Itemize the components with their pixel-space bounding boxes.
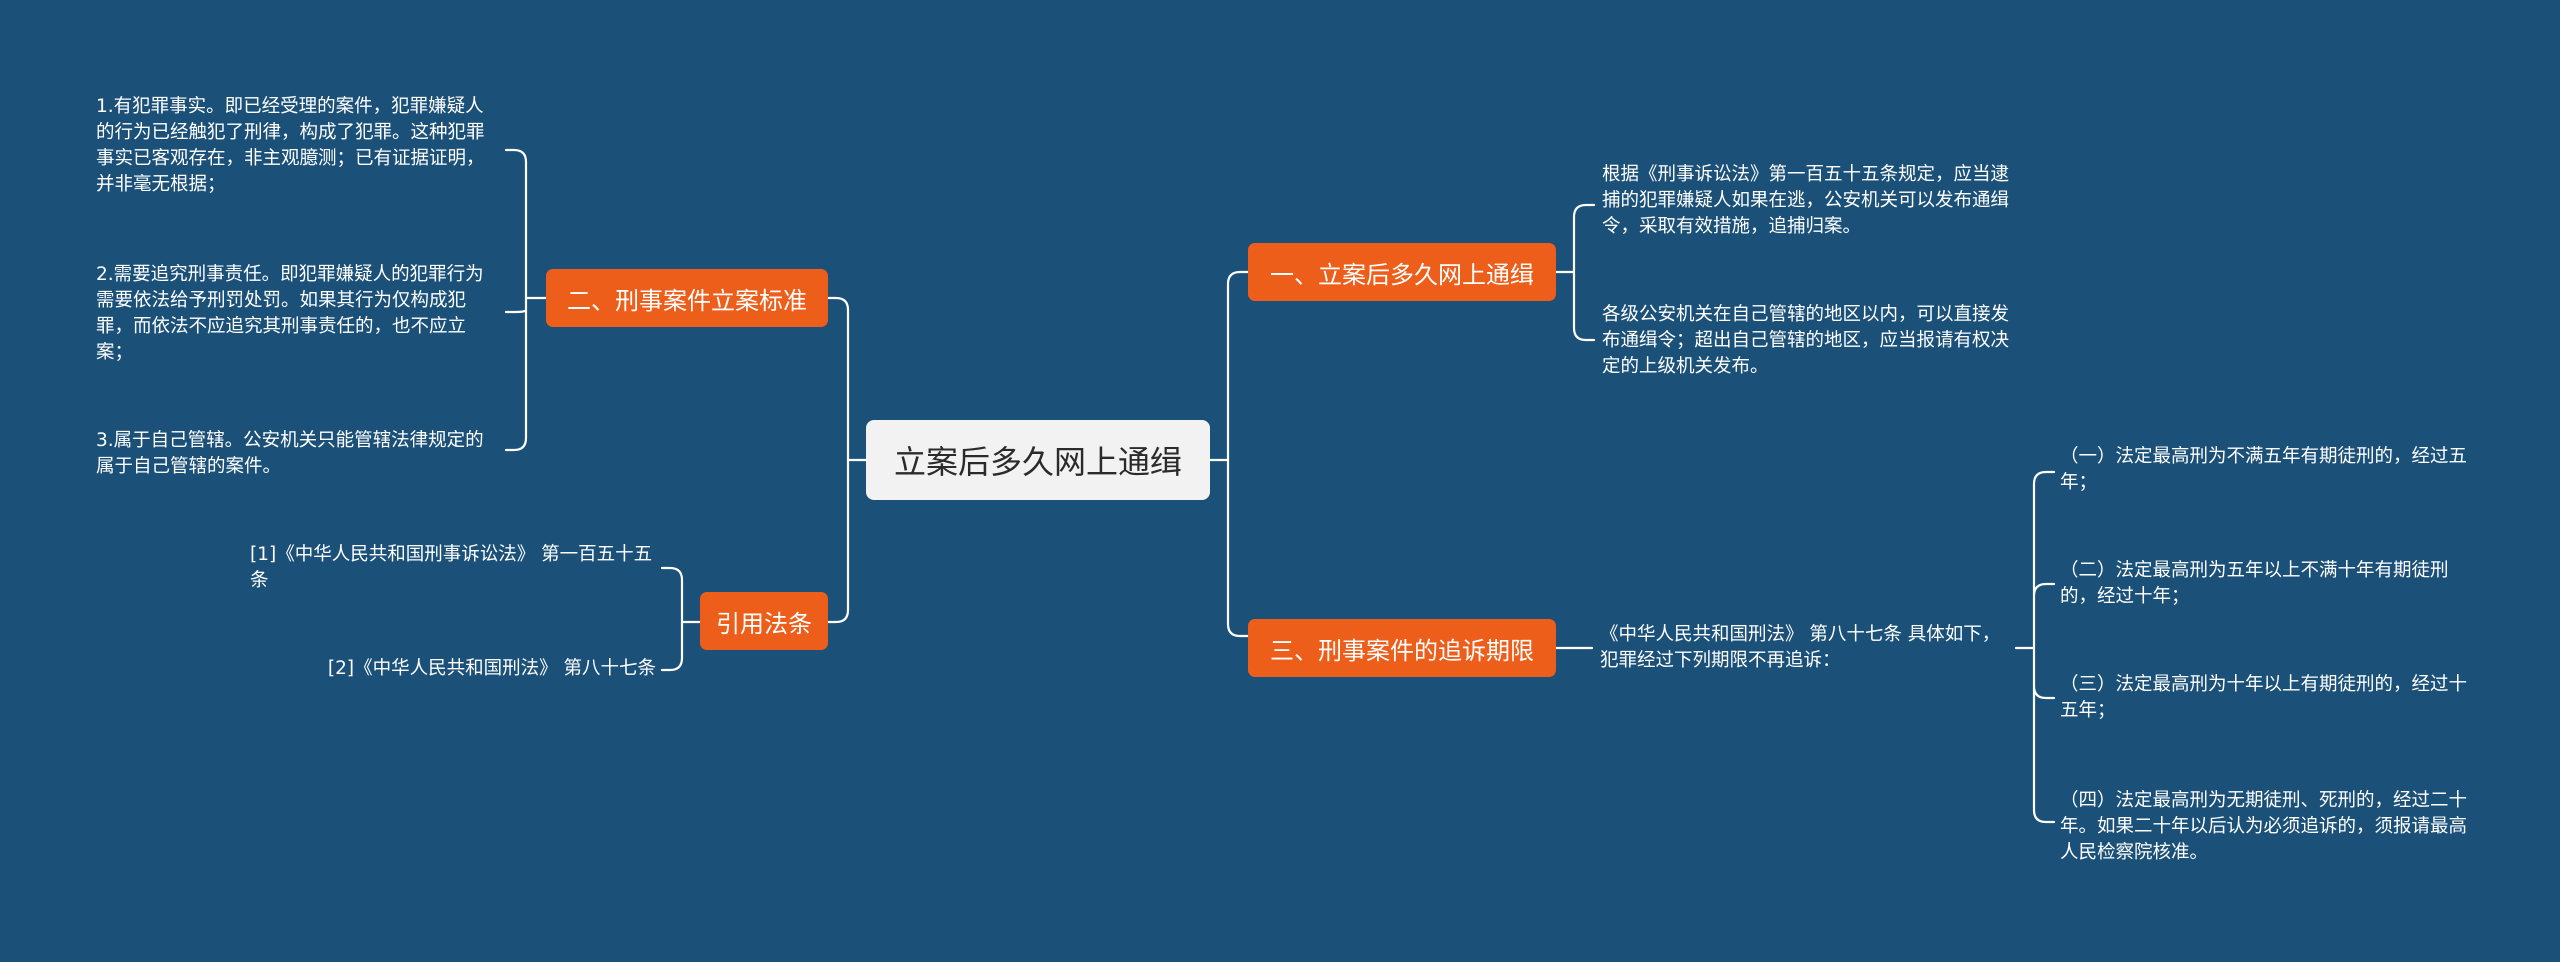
connector-b1-leaves — [1554, 203, 1596, 342]
connector-b3-items — [2014, 470, 2056, 824]
leaf-b2-item-2: 2.需要追究刑事责任。即犯罪嫌疑人的犯罪行为需要依法给予刑罚处罚。如果其行为仅构… — [96, 264, 484, 363]
leaf-b4-ref-1: [1]《中华人民共和国刑事诉讼法》 第一百五十五条 — [250, 544, 653, 591]
leaf-b3-item-3: （三）法定最高刑为十年以上有期徒刑的，经过十五年； — [2060, 674, 2468, 721]
connector-b2-leaves — [504, 148, 548, 452]
leaf-b1-item-2: 各级公安机关在自己管辖的地区以内，可以直接发布通缉令；超出自己管辖的地区，应当报… — [1602, 304, 2010, 377]
connector-root-right — [1208, 270, 1250, 638]
leaf-b1-item-1: 根据《刑事诉讼法》第一百五十五条规定，应当逮捕的犯罪嫌疑人如果在逃，公安机关可以… — [1602, 164, 2010, 237]
root-node[interactable]: 立案后多久网上通缉 — [866, 420, 1210, 500]
leaf-b2-item-1: 1.有犯罪事实。即已经受理的案件，犯罪嫌疑人的行为已经触犯了刑律，构成了犯罪。这… — [96, 96, 485, 195]
leaf-b3-item-1: （一）法定最高刑为不满五年有期徒刑的，经过五年； — [2060, 446, 2468, 493]
connector-root-left — [826, 296, 868, 624]
branch-prosecution-limit[interactable]: 三、刑事案件的追诉期限 — [1248, 619, 1556, 677]
connector-b4-refs — [660, 566, 702, 672]
leaf-b3-item-2: （二）法定最高刑为五年以上不满十年有期徒刑的，经过十年； — [2060, 560, 2449, 607]
leaf-b3-intro: 《中华人民共和国刑法》 第八十七条 具体如下，犯罪经过下列期限不再追诉： — [1600, 624, 2001, 671]
branch-online-wanted[interactable]: 一、立案后多久网上通缉 — [1248, 243, 1556, 301]
branch-filing-standards[interactable]: 二、刑事案件立案标准 — [546, 269, 828, 327]
leaf-b2-item-3: 3.属于自己管辖。公安机关只能管辖法律规定的属于自己管辖的案件。 — [96, 430, 484, 477]
leaf-b3-item-4: （四）法定最高刑为无期徒刑、死刑的，经过二十年。如果二十年以后认为必须追诉的，须… — [2060, 790, 2468, 863]
branch-cited-laws[interactable]: 引用法条 — [700, 592, 828, 650]
leaf-b4-ref-2: [2]《中华人民共和国刑法》 第八十七条 — [327, 658, 656, 679]
